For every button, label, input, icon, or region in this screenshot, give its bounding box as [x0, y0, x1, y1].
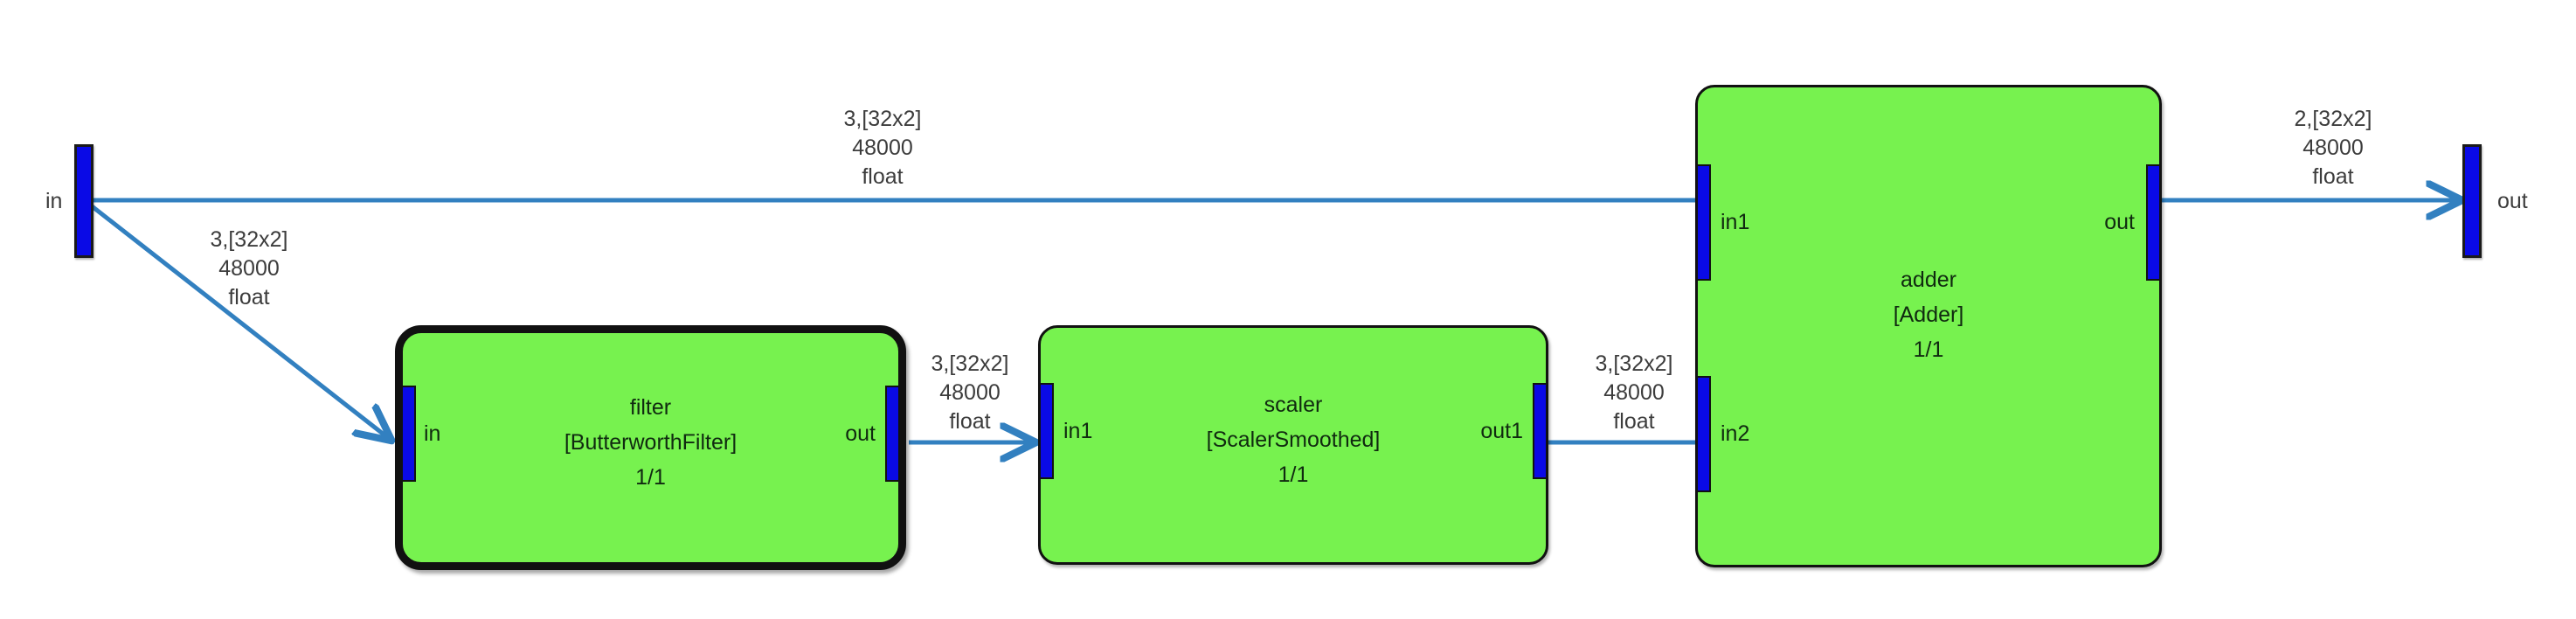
- edge-dtype: float: [1613, 409, 1655, 434]
- node-scaler[interactable]: in1 out1 scaler [ScalerSmoothed] 1/1: [1038, 325, 1548, 565]
- edge-label-scaler-adder: 3,[32x2] 48000 float: [1538, 350, 1730, 436]
- external-port-out[interactable]: [2462, 144, 2482, 258]
- node-scaler-ratio: 1/1: [1278, 463, 1309, 487]
- external-port-in-label: in: [45, 189, 63, 213]
- node-filter-port-out-label: out: [845, 421, 876, 446]
- edge-rate: 48000: [1603, 380, 1665, 405]
- edge-buffers: 3,[32x2]: [843, 107, 922, 131]
- edge-label-in-adder: 3,[32x2] 48000 float: [786, 105, 979, 191]
- node-adder-port-in2-label: in2: [1721, 421, 1750, 446]
- node-adder-port-in1[interactable]: [1696, 164, 1711, 281]
- node-adder-port-out-label: out: [2104, 210, 2135, 234]
- external-port-in[interactable]: [74, 144, 93, 258]
- node-scaler-port-in1[interactable]: [1039, 383, 1054, 479]
- node-filter-port-in-label: in: [424, 421, 441, 446]
- node-filter-port-out[interactable]: [885, 386, 900, 482]
- external-port-out-label: out: [2497, 189, 2528, 213]
- edge-buffers: 2,[32x2]: [2294, 107, 2372, 131]
- edge-dtype: float: [949, 409, 991, 434]
- node-filter-port-in[interactable]: [401, 386, 416, 482]
- node-filter-name: filter: [629, 395, 672, 420]
- node-adder-name: adder: [1901, 268, 1956, 292]
- node-filter-type: [ButterworthFilter]: [564, 430, 737, 455]
- edge-rate: 48000: [2302, 136, 2364, 160]
- edge-dtype: float: [228, 285, 270, 310]
- node-adder-ratio: 1/1: [1913, 337, 1944, 362]
- node-scaler-port-in1-label: in1: [1063, 419, 1093, 443]
- edge-label-in-filter: 3,[32x2] 48000 float: [153, 226, 345, 312]
- edge-rate: 48000: [852, 136, 913, 160]
- node-scaler-port-out1-label: out1: [1480, 419, 1523, 443]
- node-scaler-type: [ScalerSmoothed]: [1206, 428, 1381, 452]
- edge-rate: 48000: [218, 256, 280, 281]
- edge-dtype: float: [2312, 164, 2354, 189]
- edge-dtype: float: [862, 164, 904, 189]
- node-adder-port-out[interactable]: [2146, 164, 2161, 281]
- edge-buffers: 3,[32x2]: [931, 351, 1009, 376]
- node-adder-type: [Adder]: [1893, 303, 1964, 327]
- node-adder[interactable]: in1 in2 out adder [Adder] 1/1: [1695, 85, 2162, 567]
- node-adder-port-in1-label: in1: [1721, 210, 1750, 234]
- node-scaler-name: scaler: [1264, 393, 1323, 417]
- edge-buffers: 3,[32x2]: [1595, 351, 1673, 376]
- edge-label-filter-scaler: 3,[32x2] 48000 float: [874, 350, 1066, 436]
- node-filter[interactable]: in out filter [ButterworthFilter] 1/1: [395, 325, 906, 570]
- node-filter-ratio: 1/1: [635, 465, 666, 490]
- edge-label-adder-out: 2,[32x2] 48000 float: [2237, 105, 2429, 191]
- node-scaler-port-out1[interactable]: [1533, 383, 1548, 479]
- edge-rate: 48000: [939, 380, 1001, 405]
- node-adder-port-in2[interactable]: [1696, 376, 1711, 492]
- edge-buffers: 3,[32x2]: [210, 227, 288, 252]
